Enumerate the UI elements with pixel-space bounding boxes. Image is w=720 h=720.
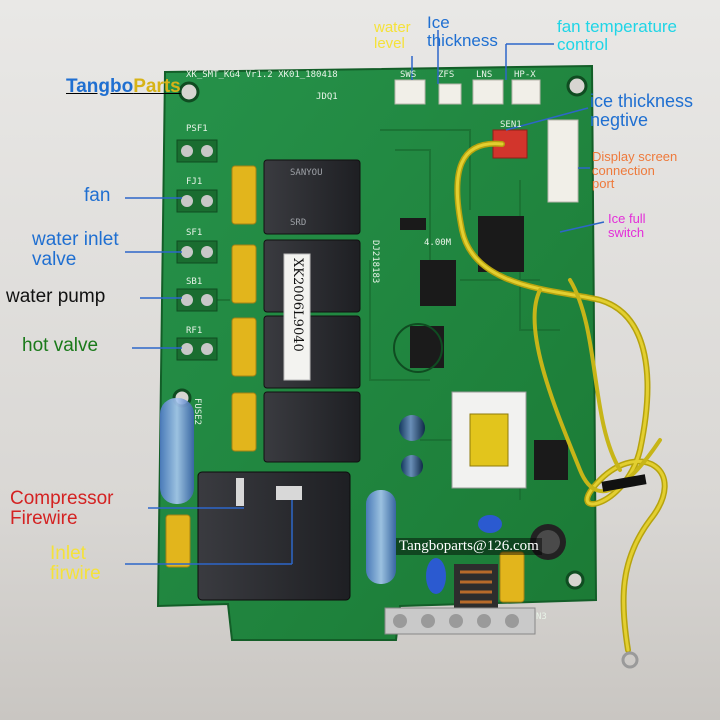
relay-brand-text: SANYOU (290, 168, 323, 178)
silk-sen1: SEN1 (500, 120, 522, 130)
serial-sticker (283, 253, 311, 381)
silk-psf1: PSF1 (186, 124, 208, 134)
display-connector (547, 119, 579, 203)
label-water-level: water level (374, 19, 411, 52)
label-water-pump: water pump (6, 286, 106, 307)
label-ice-thickness-negative: ice thickness negtive (590, 91, 694, 130)
crystal-text: 4.00M (424, 238, 452, 248)
brand-logo: TangboParts (66, 76, 181, 98)
terminal-blocks (176, 139, 218, 361)
label-hot-valve: hot valve (22, 335, 99, 356)
logo-text-b: Parts (133, 76, 181, 97)
relay-tab (236, 478, 244, 506)
cable-tie (601, 474, 647, 492)
silk-fuse2: FUSE2 (192, 398, 202, 426)
label-ice-full-switch: Ice full switch (608, 211, 646, 240)
label-compressor-firewire: Compressor Firewire (10, 488, 114, 529)
relays (263, 159, 361, 463)
bottom-terminals (384, 607, 536, 635)
mounting-hole (178, 81, 200, 103)
transformer-core (469, 413, 509, 467)
electrolytic-cap (401, 455, 423, 477)
top-connectors (394, 79, 541, 105)
silk-sws: SWS (400, 70, 417, 80)
silk-zfs: ZFS (438, 70, 455, 80)
label-fan: fan (84, 185, 111, 206)
ics (400, 216, 568, 480)
mounting-hole (566, 75, 588, 97)
blue-capacitor (478, 515, 502, 533)
silk-rf1: RF1 (186, 326, 203, 336)
ground-wire (454, 140, 668, 669)
electrolytic-cap (399, 415, 425, 441)
silk-jdq1: JDQ1 (316, 92, 338, 102)
compressor-relay (197, 471, 351, 601)
relay-model-text: SRD (290, 218, 307, 228)
fuse-left (160, 398, 194, 504)
mounting-hole (565, 570, 585, 590)
silk-n3: N3 (536, 612, 547, 622)
label-ice-thickness: Ice thickness (427, 13, 498, 50)
choke-coil (460, 570, 492, 604)
leader-lines (125, 30, 605, 565)
blue-capacitor (426, 558, 446, 594)
silk-sb1: SB1 (186, 277, 203, 287)
relay-tab (276, 486, 302, 500)
serial-text: XK2006L9040 (290, 258, 305, 352)
label-display-port: Display screen connection port (592, 149, 678, 192)
silk-fj1: FJ1 (186, 177, 203, 187)
logo-text-a: Tangbo (66, 76, 134, 97)
silk-code: DJ218183 (370, 240, 380, 284)
label-inlet-firwire: Inlet firwire (50, 543, 101, 584)
label-water-inlet-valve: water inlet valve (32, 229, 119, 270)
film-capacitors (165, 165, 525, 603)
silk-hp: HP-X (514, 70, 536, 80)
silk-lns: LNS (476, 70, 493, 80)
email-watermark: Tangboparts@126.com (396, 538, 542, 555)
label-fan-temperature: fan temperature control (557, 17, 678, 54)
board-model-text: XK_SMT_KG4 Vr1.2 XK01_180418 (186, 70, 338, 80)
silk-sf1: SF1 (186, 228, 203, 238)
fuse-right (366, 490, 396, 584)
